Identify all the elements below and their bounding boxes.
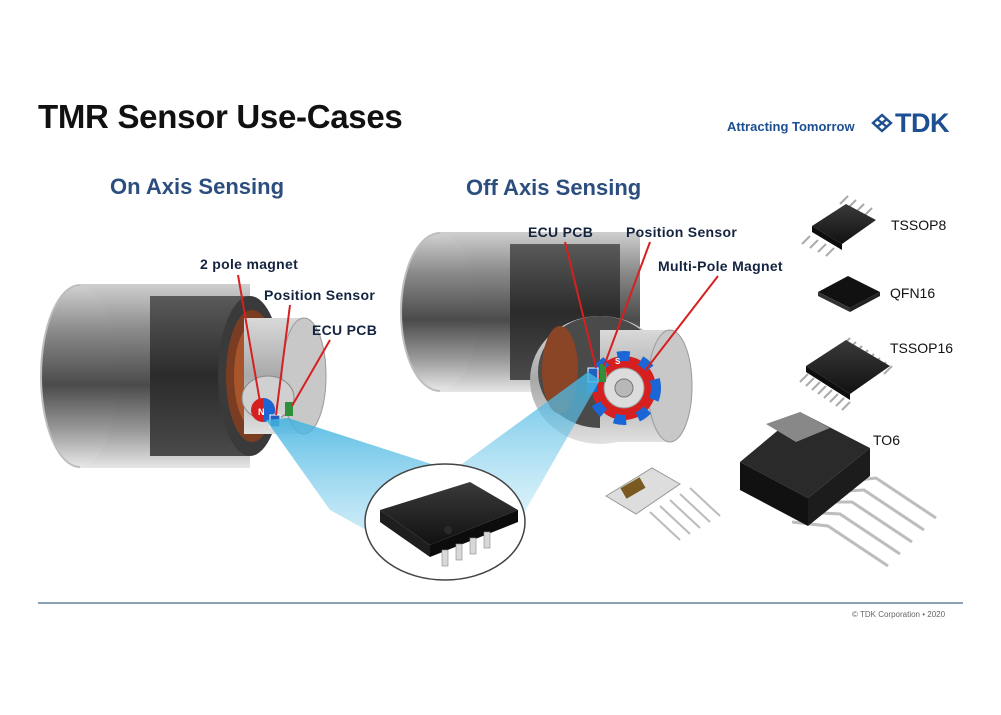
package-label-tssop16: TSSOP16 — [890, 340, 954, 356]
off-axis-heading: Off Axis Sensing — [466, 175, 642, 200]
leadframe-chip — [605, 467, 721, 541]
magnet-north-label: N — [258, 407, 265, 417]
zoom-chip-inset — [364, 463, 526, 581]
callout-lines — [237, 241, 719, 416]
on-axis-ecu-pcb — [285, 402, 293, 416]
callout-on-axis-ecu-pcb: ECU PCB — [312, 322, 378, 338]
slide-title: TMR Sensor Use-Cases — [38, 98, 403, 135]
package-label-qfn16: QFN16 — [890, 285, 936, 301]
tssop16-chip — [799, 337, 893, 411]
tssop8-chip — [801, 195, 876, 257]
callout-off-axis-ecu-pcb: ECU PCB — [528, 224, 594, 240]
on-axis-motor: N — [40, 284, 327, 468]
tagline: Attracting Tomorrow — [727, 119, 855, 134]
on-axis-heading: On Axis Sensing — [110, 174, 285, 199]
qfn16-chip — [818, 276, 880, 312]
callout-off-axis-position-sensor: Position Sensor — [626, 224, 738, 240]
ring-south-label: S — [615, 357, 621, 366]
off-axis-motor: S N — [400, 232, 693, 444]
package-label-to6: TO6 — [873, 432, 900, 448]
footer-divider — [38, 602, 963, 604]
callout-2-pole-magnet: 2 pole magnet — [200, 256, 299, 272]
off-axis-ecu-pcb — [600, 364, 606, 382]
tdk-logo-text: TDK — [895, 108, 950, 138]
callout-multi-pole-magnet: Multi-Pole Magnet — [658, 258, 783, 274]
to6-chip — [740, 412, 937, 568]
tdk-logo-icon — [871, 113, 893, 133]
copyright: © TDK Corporation • 2020 — [852, 610, 946, 619]
callout-on-axis-position-sensor: Position Sensor — [264, 287, 376, 303]
package-label-tssop8: TSSOP8 — [891, 217, 947, 233]
